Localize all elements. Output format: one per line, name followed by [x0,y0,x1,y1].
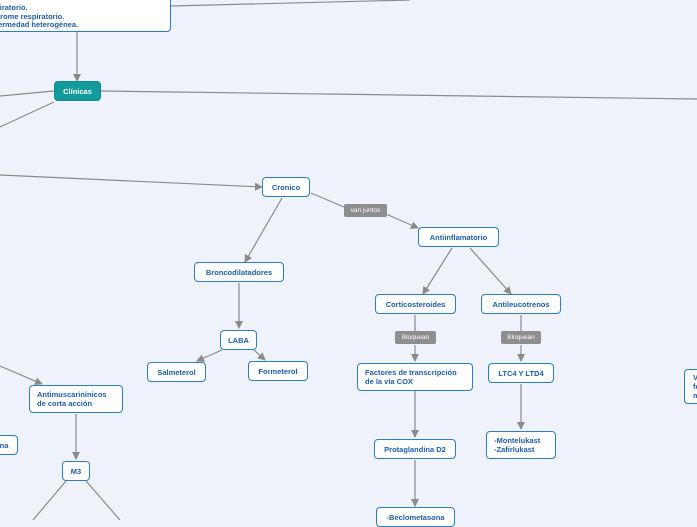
node-antileucotrenos[interactable]: Antileucotrenos [481,294,561,314]
edge-antiinflamatorio-corticosteroides [422,247,453,295]
top-box-line-1: spiratorio. [0,3,28,12]
node-m3[interactable]: M3 [62,461,90,481]
edge-tag-antiinflamatorio [385,213,419,229]
node-corticosteroides[interactable]: Corticosteroides [375,294,456,314]
node-antiinflamatorio[interactable]: Antiinflamatorio [418,227,499,247]
node-protaglandina-d2[interactable]: Protaglandina D2 [374,439,456,459]
edge-m3-lower-right [85,480,121,520]
node-clinicas[interactable]: Clínicas [54,81,101,101]
top-box-line-3: nfermedad heterogénea. [0,20,79,30]
node-salmeterol[interactable]: Salmeterol [147,362,206,382]
edge-cronico-broncodilatadores [244,197,283,263]
edge-m3-lower-left [32,480,67,520]
node-formeterol[interactable]: Formeterol [248,361,308,381]
node-beclometasona[interactable]: -Beclometasona [376,507,455,527]
top-box-line-2: ndrome respiratorio. [0,11,65,21]
edge-clinicas-lower-left [0,101,55,128]
node-factores-transcripcion[interactable]: Factores de transcripción de la vía COX [357,363,473,391]
edge-laba-salmeterol [196,349,223,362]
node-partial-right[interactable]: V fe m [684,369,697,404]
top-definition-box[interactable]: spiratorio. ndrome respiratorio. nfermed… [0,0,171,32]
edge-clinicas-left [0,90,55,97]
node-laba[interactable]: LABA [220,330,257,350]
edge-cronico-tag [310,192,345,208]
node-broncodilatadores[interactable]: Broncodilatadores [194,262,284,282]
tag-bloquean-corticosteroides: Bloquean [395,331,436,344]
node-cronico[interactable]: Cronico [262,177,310,197]
edge-left-cronico [0,174,263,191]
edge-antiinflamatorio-antileucotrenos [469,247,512,295]
tag-van-juntos: van juntos [344,204,387,217]
node-ltc4-ltd4[interactable]: LTC4 Y LTD4 [488,363,554,383]
edge-topbox-offscreen [170,0,411,7]
node-montelukast[interactable]: -Montelukast -Zafirlukast [486,431,556,459]
node-partial-left[interactable]: na [0,435,18,455]
node-antimuscarinicos[interactable]: Antimuscarinínicos de corta acción [29,385,123,413]
edge-clinicas-right [100,90,697,100]
tag-bloquean-antileucotrenos: Bloquean [501,331,541,344]
edge-laba-formeterol [253,349,266,361]
edge-left-antimuscarinicos [0,365,43,385]
